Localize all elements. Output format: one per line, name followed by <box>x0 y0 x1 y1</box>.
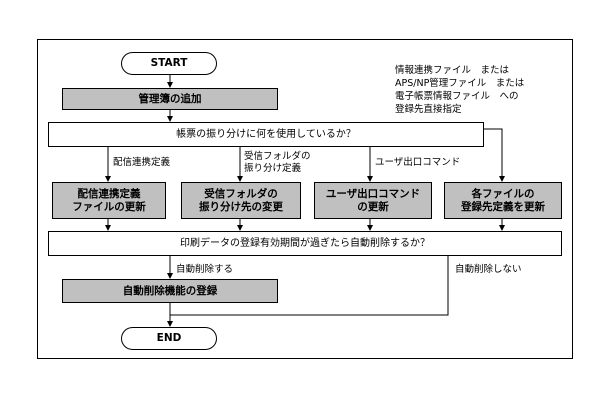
note-line-2: APS/NP管理ファイル または <box>395 78 525 89</box>
print-decision-label: 印刷データの登録有効期間が過ぎたら自動削除するか？ <box>180 238 430 249</box>
update-dist-process: 配信連携定義 ファイルの更新 <box>52 182 166 219</box>
branch-label-dist: 配信連携定義 <box>113 157 171 168</box>
start-terminal: START <box>121 52 217 75</box>
branch-label-folder: 受信フォルダの 振り分け定義 <box>244 151 354 175</box>
sort-decision: 帳票の振り分けに何を使用しているか？ <box>48 122 484 147</box>
add-admin-process: 管理簿の追加 <box>62 88 278 110</box>
update-files-line-1: 各ファイルの <box>471 187 535 200</box>
change-folder-process: 受信フォルダの 振り分け先の変更 <box>181 182 301 219</box>
end-label: END <box>156 332 182 344</box>
update-dist-line-2: ファイルの更新 <box>72 200 146 213</box>
update-cmd-line-1: ユーザ出口コマンド <box>325 187 421 200</box>
register-auto-delete-process: 自動削除機能の登録 <box>62 279 278 303</box>
note-line-3: 電子帳票情報ファイル への <box>395 91 519 102</box>
update-cmd-process: ユーザ出口コマンド の更新 <box>314 182 432 219</box>
diagram-frame <box>37 39 573 359</box>
start-label: START <box>150 57 188 69</box>
note-line-4: 登録先直接指定 <box>395 104 462 115</box>
update-files-process: 各ファイルの 登録先定義を更新 <box>444 182 562 219</box>
register-auto-delete-label: 自動削除機能の登録 <box>122 284 218 297</box>
branch-label-folder-line-1: 受信フォルダの <box>244 151 311 162</box>
branch-label-folder-line-2: 振り分け定義 <box>244 163 302 174</box>
sort-decision-label: 帳票の振り分けに何を使用しているか？ <box>176 129 356 140</box>
note-line-1: 情報連携ファイル または <box>395 65 510 76</box>
arrow-to-files <box>484 128 505 182</box>
direct-spec-note: 情報連携ファイル または APS/NP管理ファイル または 電子帳票情報ファイル… <box>395 64 524 116</box>
end-terminal: END <box>121 327 217 350</box>
add-admin-label: 管理簿の追加 <box>138 92 202 105</box>
update-files-line-2: 登録先定義を更新 <box>461 200 545 213</box>
auto-delete-yes-label: 自動削除する <box>176 264 234 275</box>
update-cmd-line-2: の更新 <box>357 200 389 213</box>
auto-delete-no-label: 自動削除しない <box>455 264 522 275</box>
change-folder-line-1: 受信フォルダの <box>204 187 278 200</box>
arrow-no-delete-path <box>170 256 449 316</box>
print-decision: 印刷データの登録有効期間が過ぎたら自動削除するか？ <box>48 231 562 256</box>
branch-label-cmd: ユーザ出口コマンド <box>375 157 461 168</box>
change-folder-line-2: 振り分け先の変更 <box>199 200 283 213</box>
update-dist-line-1: 配信連携定義 <box>77 187 141 200</box>
